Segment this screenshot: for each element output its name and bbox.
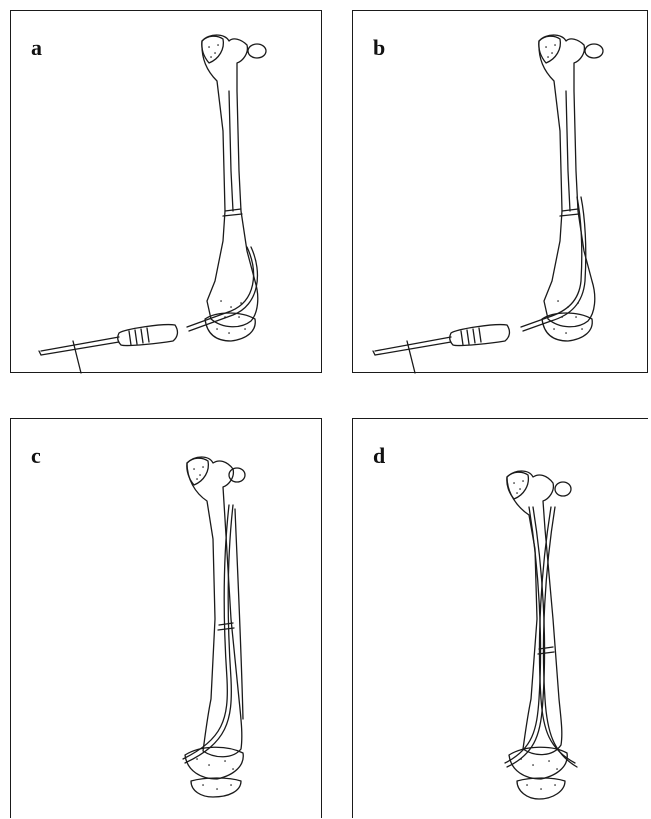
panel-b-drawing [353, 11, 649, 374]
panel-b: b [352, 10, 648, 373]
panel-a-drawing [11, 11, 323, 374]
panel-d: d [352, 418, 648, 818]
panel-c-drawing [11, 419, 323, 819]
panel-c: c [10, 418, 322, 818]
humerus-bone [539, 35, 603, 341]
humerus-bone [202, 35, 266, 341]
panel-d-drawing [353, 419, 649, 819]
panel-a: a [10, 10, 322, 373]
flexible-nail-medial [539, 507, 577, 767]
inserter-handle [373, 325, 509, 373]
humerus-bone [185, 457, 245, 797]
humerus-bone [507, 471, 571, 799]
flexible-nail-lateral [505, 507, 545, 767]
flexible-nail [187, 247, 257, 331]
flexible-nail [521, 197, 586, 331]
stipple-dots [194, 467, 233, 789]
inserter-handle [39, 325, 177, 373]
